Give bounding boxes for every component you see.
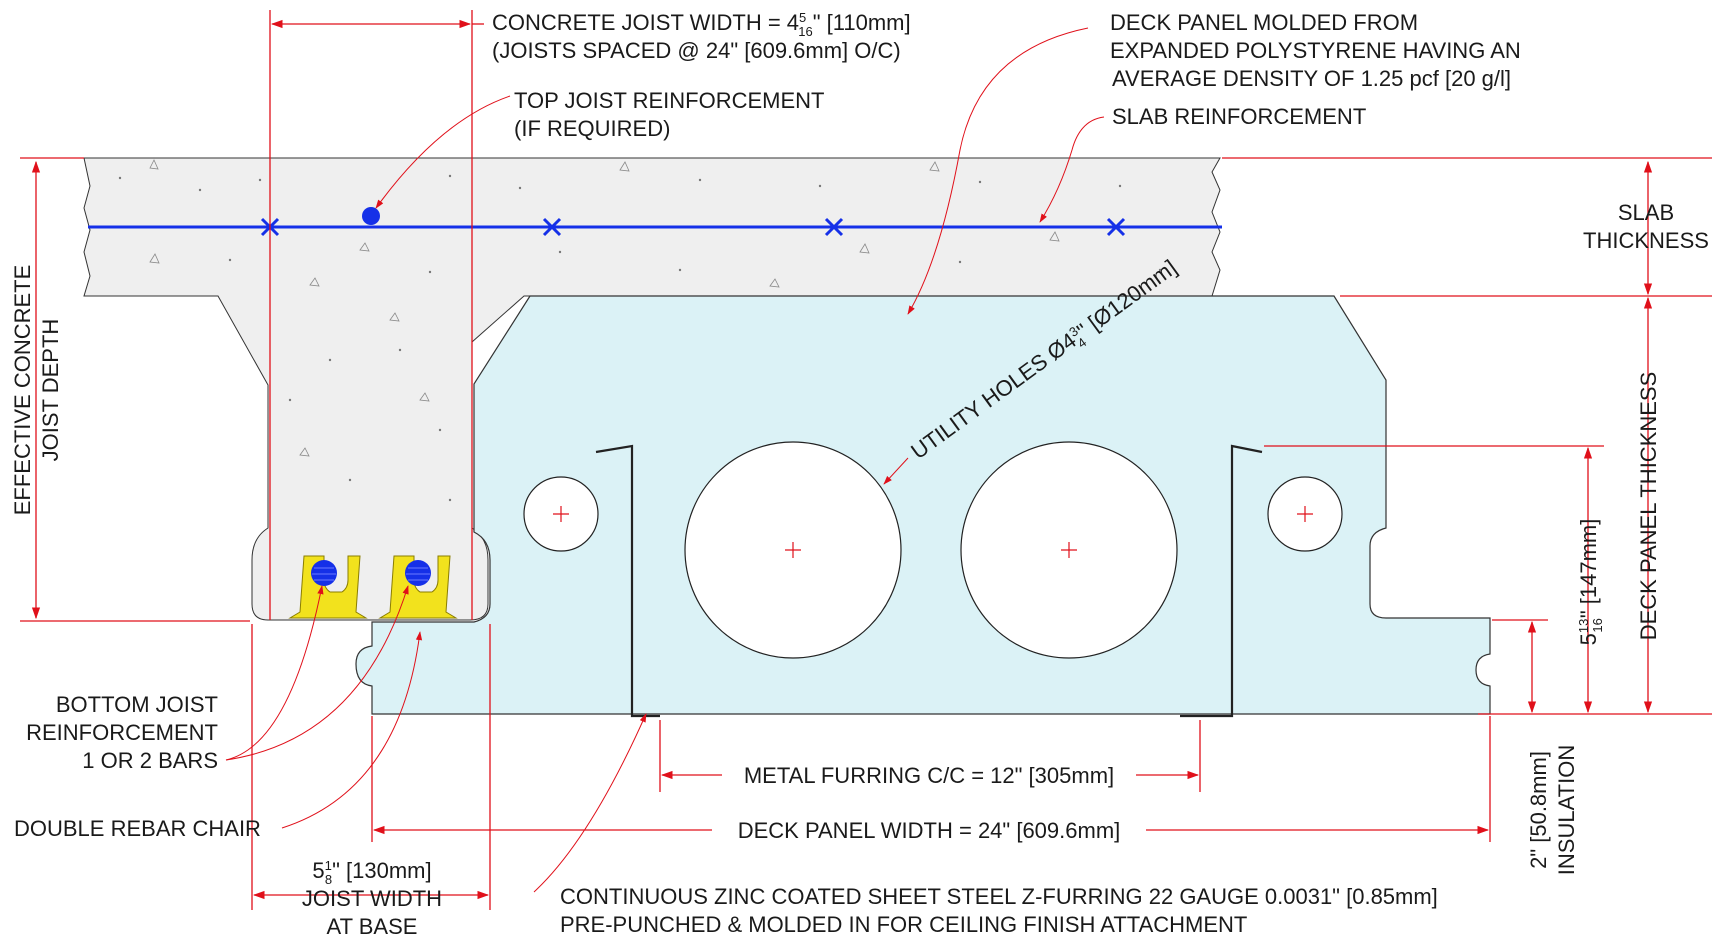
bottom-reinforcement-label-2: REINFORCEMENT (26, 720, 218, 745)
hole-centre-marks (553, 506, 1313, 558)
joist-spacing-label: (JOISTS SPACED @ 24" [609.6mm] O/C) (492, 38, 901, 63)
insulation-label: 2" [50.8mm] INSULATION (1526, 745, 1579, 875)
deck-panel-label-2: EXPANDED POLYSTYRENE HAVING AN (1110, 38, 1521, 63)
concrete-aggregate-texture (149, 159, 1060, 457)
deck-panel-label-3: AVERAGE DENSITY OF 1.25 pcf [20 g/l] (1112, 66, 1511, 91)
slab-thickness-label-1: SLAB (1618, 200, 1674, 225)
rebar-stripes (312, 567, 430, 581)
concrete-dots (118, 174, 1162, 502)
slab-reinforcement-cross-bars (260, 217, 1126, 237)
svg-text:JOIST DEPTH: JOIST DEPTH (38, 319, 63, 462)
bottom-reinforcement-label-3: 1 OR 2 BARS (82, 748, 218, 773)
svg-text:INSULATION: INSULATION (1554, 745, 1579, 875)
base-width-label-2: JOIST WIDTH (302, 886, 442, 911)
deck-panel-thickness-label: DECK PANEL THICKNESS (1636, 372, 1661, 641)
metal-furring-label: METAL FURRING C/C = 12" [305mm] (744, 763, 1114, 788)
z-furring-right (1180, 444, 1263, 718)
base-width-label-3: AT BASE (327, 914, 418, 939)
top-reinforcement-label-2: (IF REQUIRED) (514, 116, 670, 141)
bottom-joist-rebar-2 (405, 560, 431, 586)
deck-panel-label-1: DECK PANEL MOLDED FROM (1110, 10, 1418, 35)
deck-panel-width-label: DECK PANEL WIDTH = 24" [609.6mm] (738, 818, 1121, 843)
bottom-reinforcement-label-1: BOTTOM JOIST (56, 692, 218, 717)
rebar-chair-label: DOUBLE REBAR CHAIR (14, 816, 261, 841)
z-furring-label-1: CONTINUOUS ZINC COATED SHEET STEEL Z-FUR… (560, 884, 1438, 909)
slab-reinforcement-label: SLAB REINFORCEMENT (1112, 104, 1366, 129)
svg-text:2" [50.8mm]: 2" [50.8mm] (1526, 751, 1551, 869)
svg-text:EFFECTIVE CONCRETE: EFFECTIVE CONCRETE (10, 265, 35, 516)
dimension-lines (20, 10, 1712, 910)
leader-lines (225, 27, 1105, 893)
top-joist-rebar (362, 207, 380, 225)
top-reinforcement-label-1: TOP JOIST REINFORCEMENT (514, 88, 824, 113)
z-furring-label-2: PRE-PUNCHED & MOLDED IN FOR CEILING FINI… (560, 912, 1247, 937)
furring-depth-label: 51316" [147mm] (1576, 519, 1605, 646)
slab-thickness-label-2: THICKNESS (1583, 228, 1709, 253)
bottom-joist-rebar-1 (311, 560, 337, 586)
effective-depth-label: EFFECTIVE CONCRETE JOIST DEPTH (10, 265, 63, 516)
